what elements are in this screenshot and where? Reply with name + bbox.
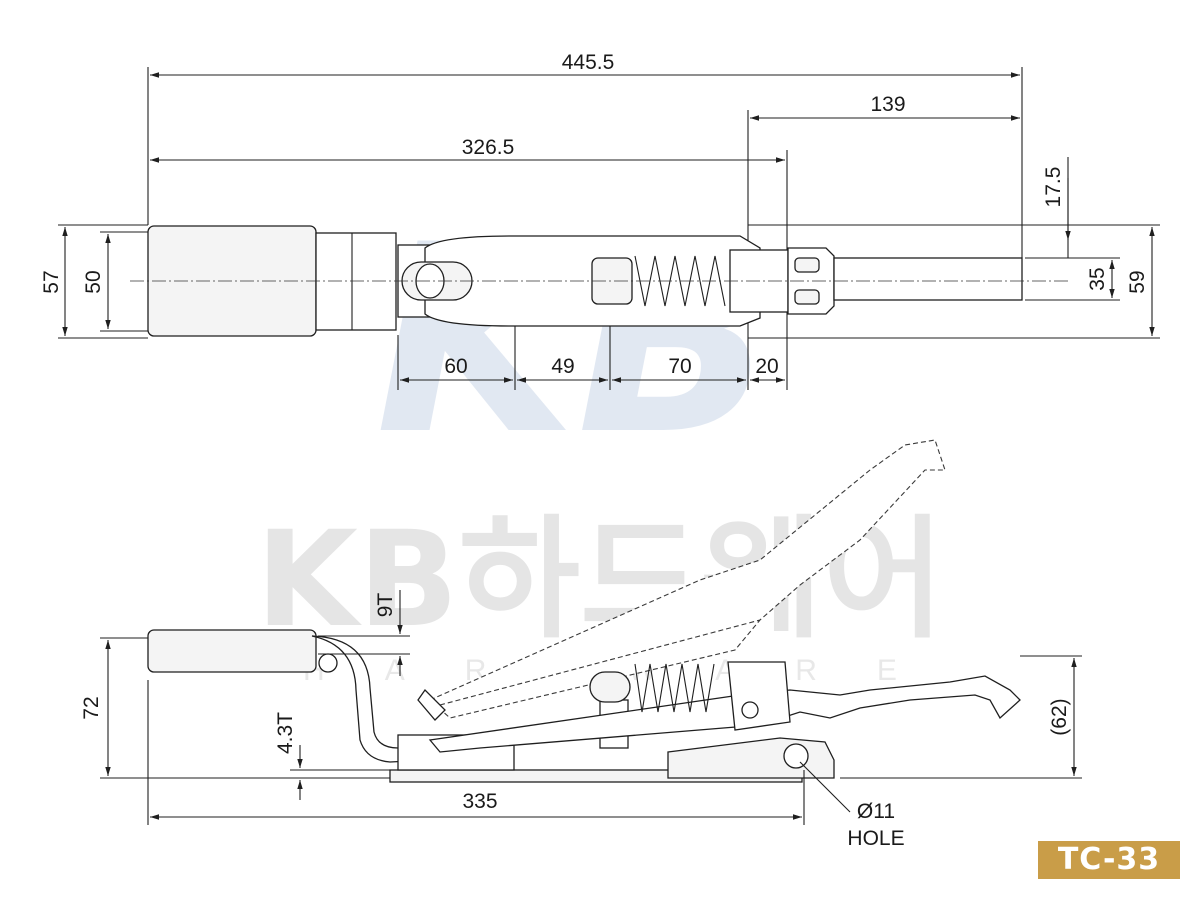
mount-hole bbox=[783, 743, 809, 769]
watermark-logo: KB bbox=[375, 190, 775, 492]
dim-total-height: 59 bbox=[1126, 270, 1149, 293]
dim-seg-2: 49 bbox=[551, 355, 574, 378]
dim-handle-height: (62) bbox=[1048, 698, 1071, 735]
dim-hole-diameter: Ø11 bbox=[857, 800, 895, 823]
dim-length-to-pivot: 326.5 bbox=[462, 136, 515, 159]
dim-height-inner: 50 bbox=[82, 270, 105, 293]
handle-open-ghost bbox=[429, 439, 946, 719]
dim-hook-offset: 17.5 bbox=[1042, 167, 1065, 208]
dim-grip-thickness: 9T bbox=[374, 593, 397, 618]
dim-seg-3: 70 bbox=[668, 355, 691, 378]
dim-height-outer: 57 bbox=[40, 270, 63, 293]
dim-base-length: 335 bbox=[462, 790, 497, 813]
hook-bar bbox=[833, 257, 1023, 301]
dim-seg-4: 20 bbox=[755, 355, 778, 378]
dim-right-section: 139 bbox=[870, 93, 905, 116]
side-hook-base bbox=[667, 737, 835, 779]
side-view: 72 9T 4.3T 335 (62) Ø11 HOLE bbox=[80, 439, 1082, 850]
handle-body bbox=[315, 232, 397, 331]
dim-hook-width: 35 bbox=[1086, 267, 1109, 290]
side-spring bbox=[634, 663, 715, 713]
dim-overall-length: 445.5 bbox=[562, 51, 615, 74]
dim-seg-1: 60 bbox=[444, 355, 467, 378]
dim-plate-thickness: 4.3T bbox=[274, 712, 297, 754]
top-view: 445.5 139 326.5 60 49 70 20 57 50 17.5 3… bbox=[40, 51, 1160, 390]
dim-hole-label: HOLE bbox=[847, 827, 904, 850]
model-badge: TC-33 bbox=[1038, 841, 1180, 879]
dim-side-height: 72 bbox=[80, 696, 103, 719]
side-grip-pad bbox=[147, 629, 317, 673]
